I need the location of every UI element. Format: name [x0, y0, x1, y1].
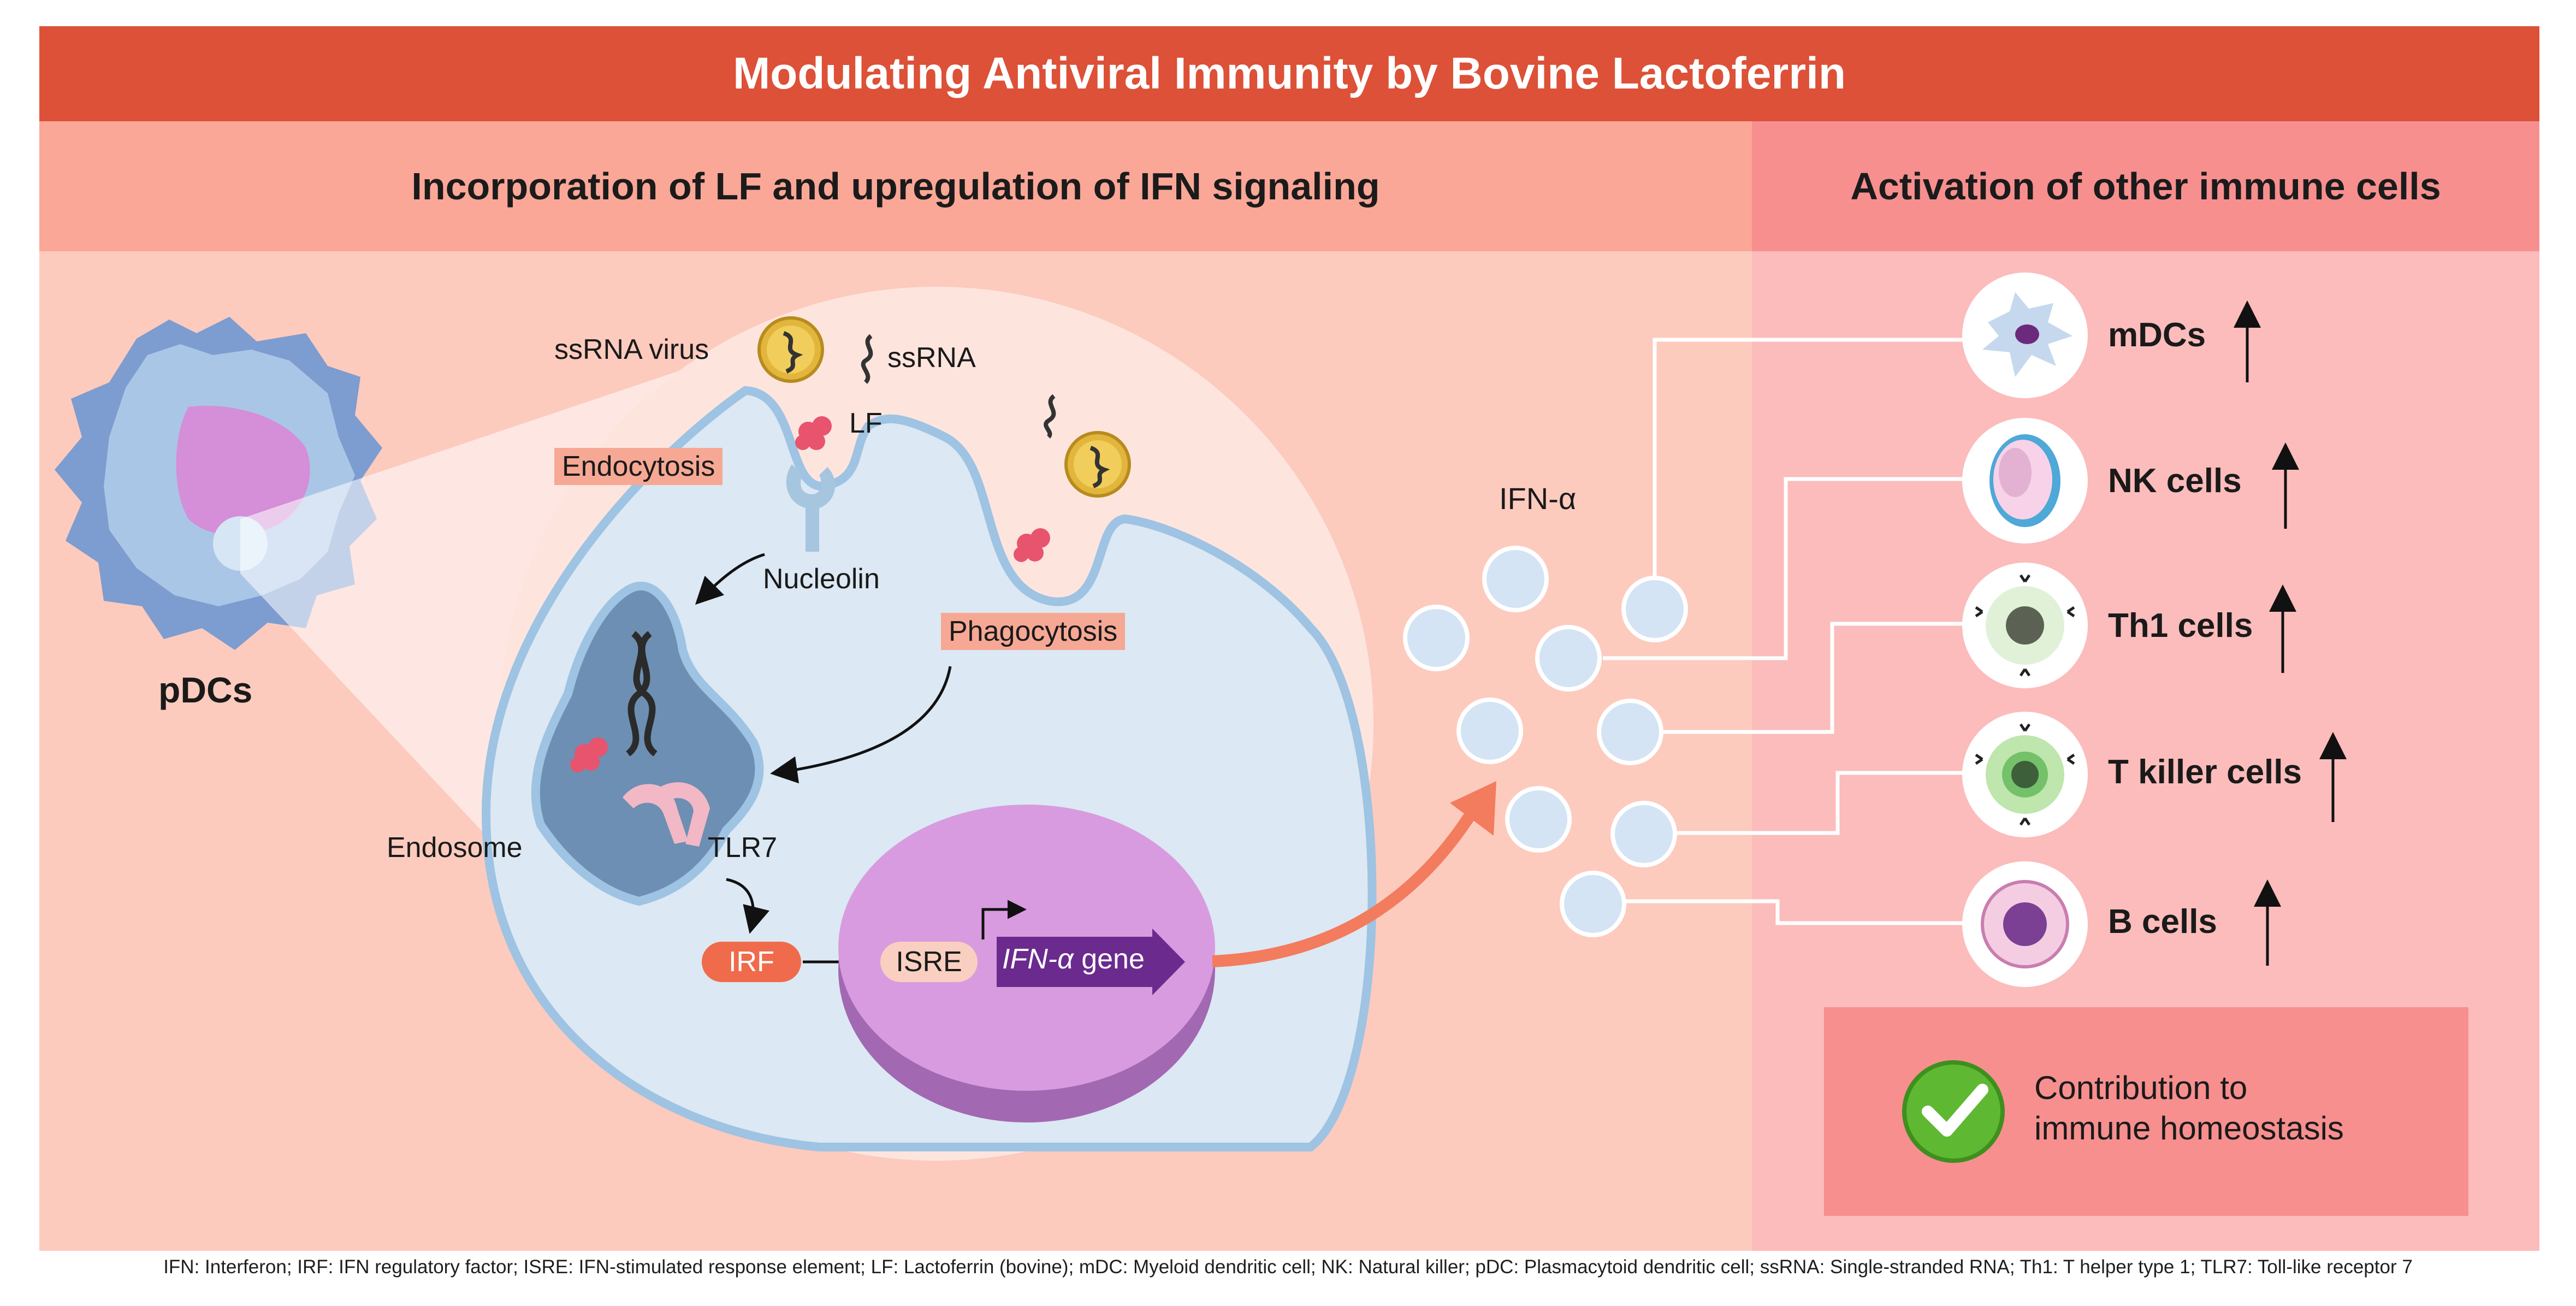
- ifn-alpha-gene-arrow: [997, 929, 1185, 995]
- irf-label: IRF: [702, 942, 801, 982]
- ssrna-virus-icon: [757, 316, 824, 383]
- ifn-alpha-gene-suffix: gene: [1073, 943, 1145, 975]
- mdc-cell-icon: [1962, 273, 2088, 398]
- left-section-header: Incorporation of LF and upregulation of …: [39, 121, 1752, 251]
- title-bar: Modulating Antiviral Immunity by Bovine …: [39, 26, 2539, 121]
- tlr7-to-irf-arrow: [726, 878, 769, 934]
- nucleolin-label: Nucleolin: [763, 563, 880, 595]
- immune-cell-tkiller-label: T killer cells: [2108, 753, 2302, 791]
- lactoferrin-icon: [795, 416, 832, 450]
- upregulation-arrows: [2234, 300, 2347, 966]
- nk-cell-icon: [1962, 418, 2088, 543]
- ssrna-strand-phago-icon: [1044, 394, 1056, 439]
- phagocytosis-label: Phagocytosis: [941, 613, 1126, 650]
- phagocytosis-to-endosome-arrow: [770, 666, 952, 784]
- conclusion-line-2: immune homeostasis: [2034, 1110, 2344, 1147]
- transcription-start-arrow: [981, 900, 1027, 939]
- footnote: IFN: Interferon; IRF: IFN regulatory fac…: [163, 1256, 2413, 1278]
- ifn-alpha-gene-label: IFN-α gene: [1002, 943, 1145, 976]
- conclusion-text: Contribution to immune homeostasis: [2034, 1068, 2344, 1149]
- immune-cell-th1-label: Th1 cells: [2108, 607, 2253, 645]
- left-section-title: Incorporation of LF and upregulation of …: [411, 165, 1380, 208]
- page-title: Modulating Antiviral Immunity by Bovine …: [732, 49, 1846, 98]
- ifn-alpha-gene-italic: IFN-α: [1002, 943, 1074, 975]
- ssrna-strand-icon: [861, 334, 873, 384]
- conclusion-line-1: Contribution to: [2034, 1069, 2248, 1106]
- tlr7-label: TLR7: [708, 832, 778, 864]
- t-killer-cell-icon: [1962, 712, 2088, 837]
- nucleolin-receptor-icon: [786, 464, 836, 552]
- immune-cell-nk-label: NK cells: [2108, 462, 2242, 500]
- ifn-alpha-particles: [1403, 546, 1688, 937]
- isre-label: ISRE: [880, 942, 978, 982]
- ssrna-virus-label: ssRNA virus: [554, 334, 709, 365]
- th1-cell-icon: [1962, 563, 2088, 688]
- lf-label: LF: [849, 407, 883, 439]
- immune-cell-b-label: B cells: [2108, 903, 2217, 941]
- nucleolin-to-endosome-arrow: [695, 553, 765, 605]
- endosome-label: Endosome: [387, 832, 523, 864]
- immune-cell-mdcs-label: mDCs: [2108, 316, 2206, 354]
- lactoferrin-phagocytosis-icon: [1014, 528, 1050, 562]
- ifn-release-arrow: [1212, 805, 1480, 967]
- tlr7-receptor-icon: [623, 782, 710, 847]
- ssrna-label: ssRNA: [887, 342, 976, 374]
- ssrna-virus-phago-icon: [1064, 431, 1131, 498]
- connector-lines: [1595, 338, 1963, 925]
- dna-strand-icon: [625, 631, 658, 757]
- ifn-alpha-label: IFN-α: [1499, 481, 1577, 516]
- b-cell-icon: [1962, 861, 2088, 987]
- right-section-header: Activation of other immune cells: [1752, 121, 2539, 251]
- endocytosis-label: Endocytosis: [554, 448, 723, 485]
- ifn-release-arrowhead: [1450, 781, 1496, 836]
- pdcs-label: pDCs: [158, 670, 253, 710]
- lactoferrin-endosome-icon: [570, 737, 608, 772]
- right-section-title: Activation of other immune cells: [1850, 165, 2441, 208]
